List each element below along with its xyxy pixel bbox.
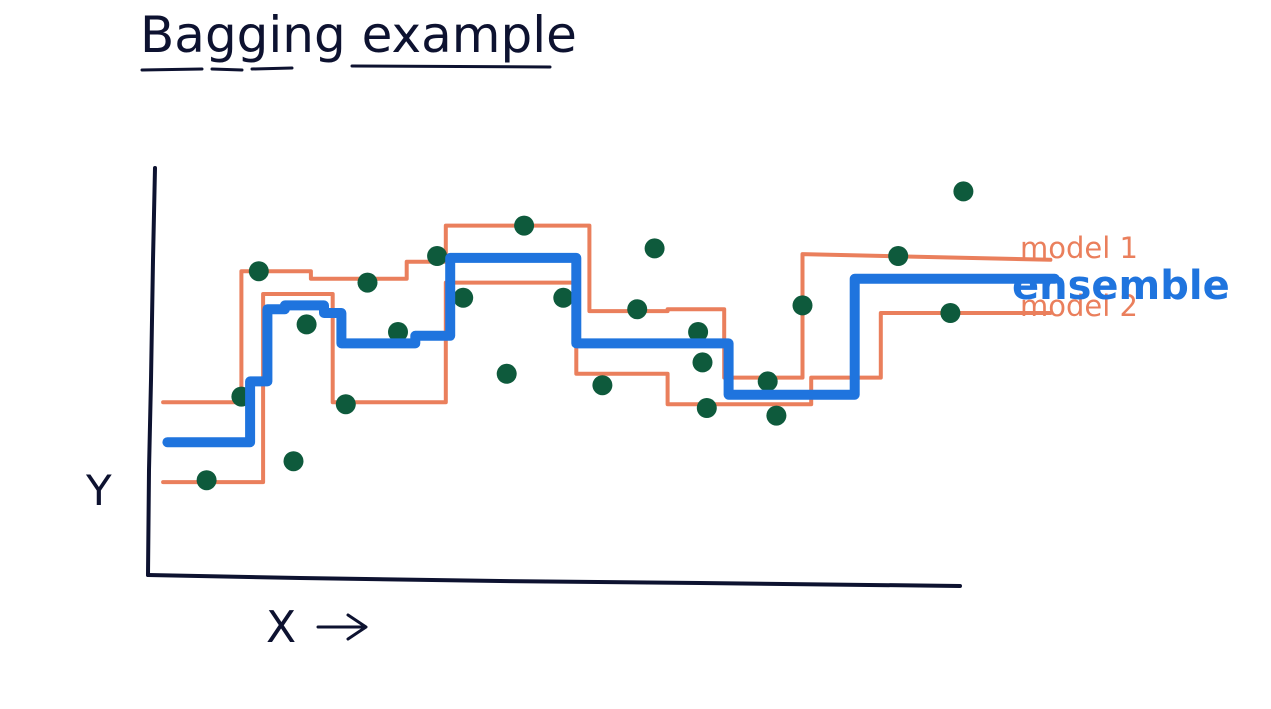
data-point-19	[696, 398, 717, 418]
data-point-14	[592, 375, 613, 396]
title-underline-right	[350, 64, 552, 69]
data-point-23	[888, 246, 909, 266]
x-axis-arrow-icon	[316, 613, 368, 641]
data-point-20	[757, 371, 778, 392]
data-point-3	[248, 261, 269, 282]
data-point-6	[335, 394, 356, 415]
data-point-22	[792, 295, 813, 316]
data-point-8	[388, 322, 408, 342]
model-2-label: model 2	[1020, 289, 1138, 323]
x-axis-label: X	[266, 602, 296, 653]
ensemble-line-path	[162, 252, 1060, 448]
data-point-11	[496, 363, 517, 384]
data-point-9	[427, 246, 448, 266]
ensemble-line	[162, 252, 1060, 448]
data-point-16	[644, 238, 665, 259]
data-point-18	[692, 352, 713, 373]
model-1-label: model 1	[1020, 231, 1138, 265]
title-underline-left	[140, 66, 294, 72]
data-point-24	[940, 303, 961, 323]
x-axis	[146, 573, 962, 588]
data-point-5	[296, 314, 317, 335]
data-point-17	[688, 322, 709, 342]
chart-title: Bagging example	[140, 6, 577, 64]
data-point-13	[553, 287, 574, 308]
data-point-12	[514, 215, 535, 236]
model-lines	[161, 223, 1053, 485]
ensemble-label: ensemble	[1012, 263, 1230, 309]
y-axis-label: Y	[85, 466, 112, 515]
data-point-10	[453, 287, 474, 308]
data-point-7	[357, 272, 378, 293]
data-point-1	[196, 470, 217, 491]
data-point-4	[283, 451, 304, 472]
data-point-25	[953, 181, 974, 202]
data-point-15	[627, 299, 648, 320]
data-point-21	[766, 405, 787, 426]
y-axis	[146, 166, 157, 577]
